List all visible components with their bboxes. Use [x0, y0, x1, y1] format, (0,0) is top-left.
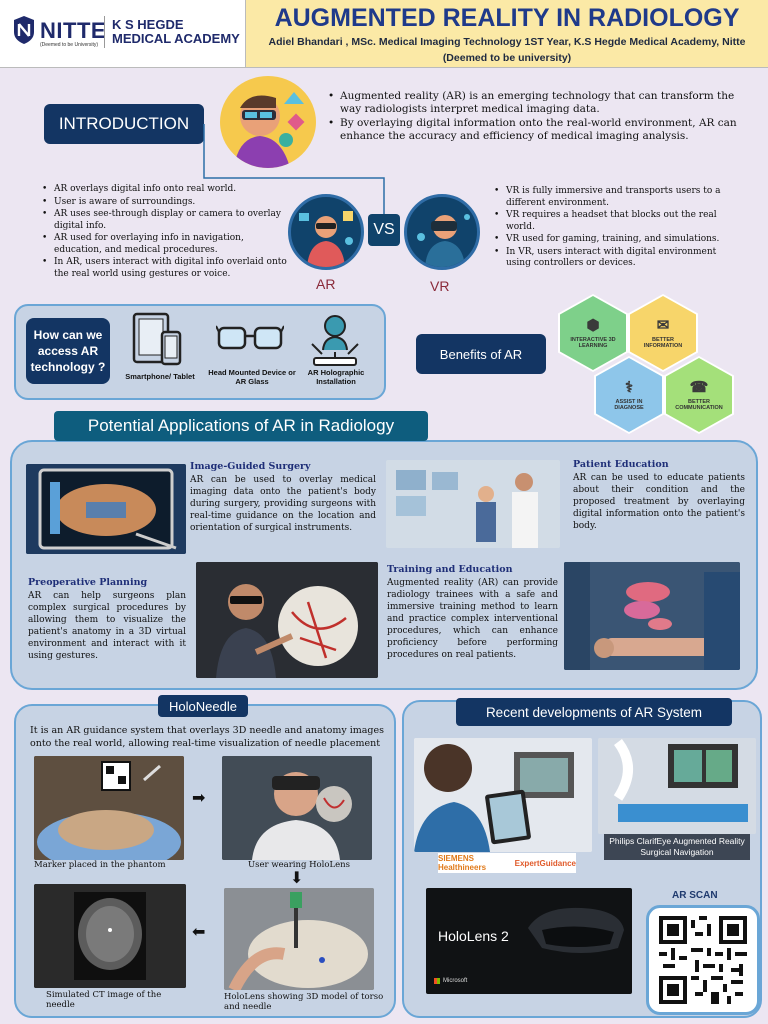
introduction-bullets: Augmented reality (AR) is an emerging te…	[326, 90, 746, 144]
preoperative-planning-photo	[196, 562, 378, 678]
vr-bullet: VR requires a headset that blocks out th…	[492, 210, 737, 233]
holoneedle-description: It is an AR guidance system that overlay…	[30, 725, 385, 749]
academy-name: K S HEGDE MEDICAL ACADEMY	[112, 17, 240, 46]
logo-tagline: (Deemed to be University)	[40, 42, 99, 48]
applications-heading: Potential Applications of AR in Radiolog…	[54, 411, 428, 441]
arrow-down-icon: ⬇	[290, 868, 304, 887]
ar-bullet: User is aware of surroundings.	[40, 197, 290, 209]
ar-bullet: AR overlays digital info onto real world…	[40, 184, 290, 196]
vr-bullets: VR is fully immersive and transports use…	[492, 186, 737, 271]
siemens-badge: SIEMENS Healthineers ExpertGuidance	[438, 853, 576, 873]
ar-bullet: AR uses see-through display or camera to…	[40, 209, 290, 232]
cube-icon: ⬢	[586, 316, 600, 334]
app-text: AR can be used to overlay medical imagin…	[190, 475, 376, 533]
app-title: Patient Education	[573, 459, 669, 470]
holoneedle-caption: Marker placed in the phantom	[34, 860, 166, 870]
arrow-left-icon: ⬅	[192, 922, 206, 941]
vr-bullet: VR used for gaming, training, and simula…	[492, 234, 737, 246]
philips-caption: Philips ClarifEye Augmented Reality Surg…	[604, 834, 750, 860]
intro-connector	[203, 124, 385, 216]
hololens-torso-photo	[224, 888, 374, 990]
app-text: Augmented reality (AR) can provide radio…	[387, 578, 558, 660]
vr-label: VR	[430, 278, 450, 294]
microsoft-label: Microsoft	[434, 978, 467, 984]
qr-code-icon	[659, 916, 747, 1004]
benefit-interactive-3d: ⬢INTERACTIVE 3D LEARNING	[560, 296, 626, 370]
intro-bullet: Augmented reality (AR) is an emerging te…	[326, 90, 746, 116]
holoneedle-heading: HoloNeedle	[158, 695, 248, 717]
introduction-heading: INTRODUCTION	[44, 104, 204, 144]
tablet-icon	[132, 312, 182, 366]
logo-panel	[0, 0, 246, 68]
benefits-heading: Benefits of AR	[416, 334, 546, 374]
user-hololens-photo	[222, 756, 372, 860]
ar-bullet: In AR, users interact with digital info …	[40, 257, 290, 280]
communication-icon: ☎	[689, 378, 709, 396]
ar-label: AR	[316, 276, 336, 292]
app-text: AR can be used to educate patients about…	[573, 473, 745, 531]
hologram-icon	[311, 315, 359, 366]
ar-bullet: AR used for overlaying info in navigatio…	[40, 233, 290, 256]
device-label: Head Mounted Device or AR Glass	[208, 368, 296, 386]
title-banner	[246, 0, 768, 68]
app-text: AR can help surgeons plan complex surgic…	[28, 591, 186, 661]
qr-code-frame[interactable]	[646, 905, 760, 1015]
diagnose-icon: ⚕	[624, 378, 634, 396]
benefit-better-information: ✉BETTER INFORMATION	[630, 296, 696, 370]
benefit-assist-diagnose: ⚕ASSIST IN DIAGNOSE	[596, 358, 662, 432]
vr-bullet: VR is fully immersive and transports use…	[492, 186, 737, 209]
vr-user-icon	[404, 194, 480, 270]
marker-phantom-photo	[34, 756, 184, 860]
holoneedle-caption: HoloLens showing 3D model of torso and n…	[224, 992, 384, 1012]
ar-bullets: AR overlays digital info onto real world…	[40, 184, 290, 281]
ar-glasses-icon	[216, 325, 284, 350]
simulated-ct-photo	[34, 884, 186, 988]
holoneedle-caption: User wearing HoloLens	[248, 860, 350, 870]
microsoft-logo-icon	[434, 978, 440, 984]
info-icon: ✉	[656, 316, 670, 334]
ar-user-illustration	[220, 76, 316, 168]
ar-scan-label: AR SCAN	[672, 890, 718, 901]
intro-bullet: By overlaying digital information onto t…	[326, 117, 746, 143]
holoneedle-caption: Simulated CT image of the needle	[46, 990, 162, 1010]
app-title: Preoperative Planning	[28, 577, 148, 588]
nitte-logo-icon	[14, 16, 34, 44]
app-title: Image-Guided Surgery	[190, 461, 311, 472]
logo-divider	[104, 16, 105, 48]
arrow-right-icon: ➡	[192, 788, 206, 807]
hololens2-photo: HoloLens 2 Microsoft	[426, 888, 632, 994]
siemens-expertguidance-photo	[414, 738, 592, 852]
poster-title: AUGMENTED REALITY IN RADIOLOGY	[274, 4, 740, 32]
benefit-better-communication: ☎BETTER COMMUNICATION	[666, 358, 732, 432]
device-label: AR Holographic Installation	[307, 368, 365, 386]
image-guided-surgery-photo	[26, 464, 186, 554]
access-question: How can we access AR technology ?	[26, 318, 110, 384]
app-title: Training and Education	[387, 564, 513, 575]
vr-bullet: In VR, users interact with digital envir…	[492, 247, 737, 270]
siemens-product: ExpertGuidance	[514, 858, 576, 868]
hololens-label: HoloLens 2	[438, 928, 509, 944]
device-label: Smartphone/ Tablet	[125, 372, 195, 381]
vs-badge: VS	[368, 214, 400, 246]
recent-developments-heading: Recent developments of AR System	[456, 698, 732, 726]
siemens-brand: SIEMENS Healthineers	[438, 854, 487, 872]
philips-clarifeye-photo	[598, 738, 756, 834]
patient-education-photo	[386, 460, 560, 548]
author-line: Adiel Bhandari , MSc. Medical Imaging Te…	[268, 36, 746, 64]
training-education-photo	[564, 562, 740, 670]
logo-name: NITTE	[40, 18, 107, 43]
ar-user-icon	[288, 194, 364, 270]
